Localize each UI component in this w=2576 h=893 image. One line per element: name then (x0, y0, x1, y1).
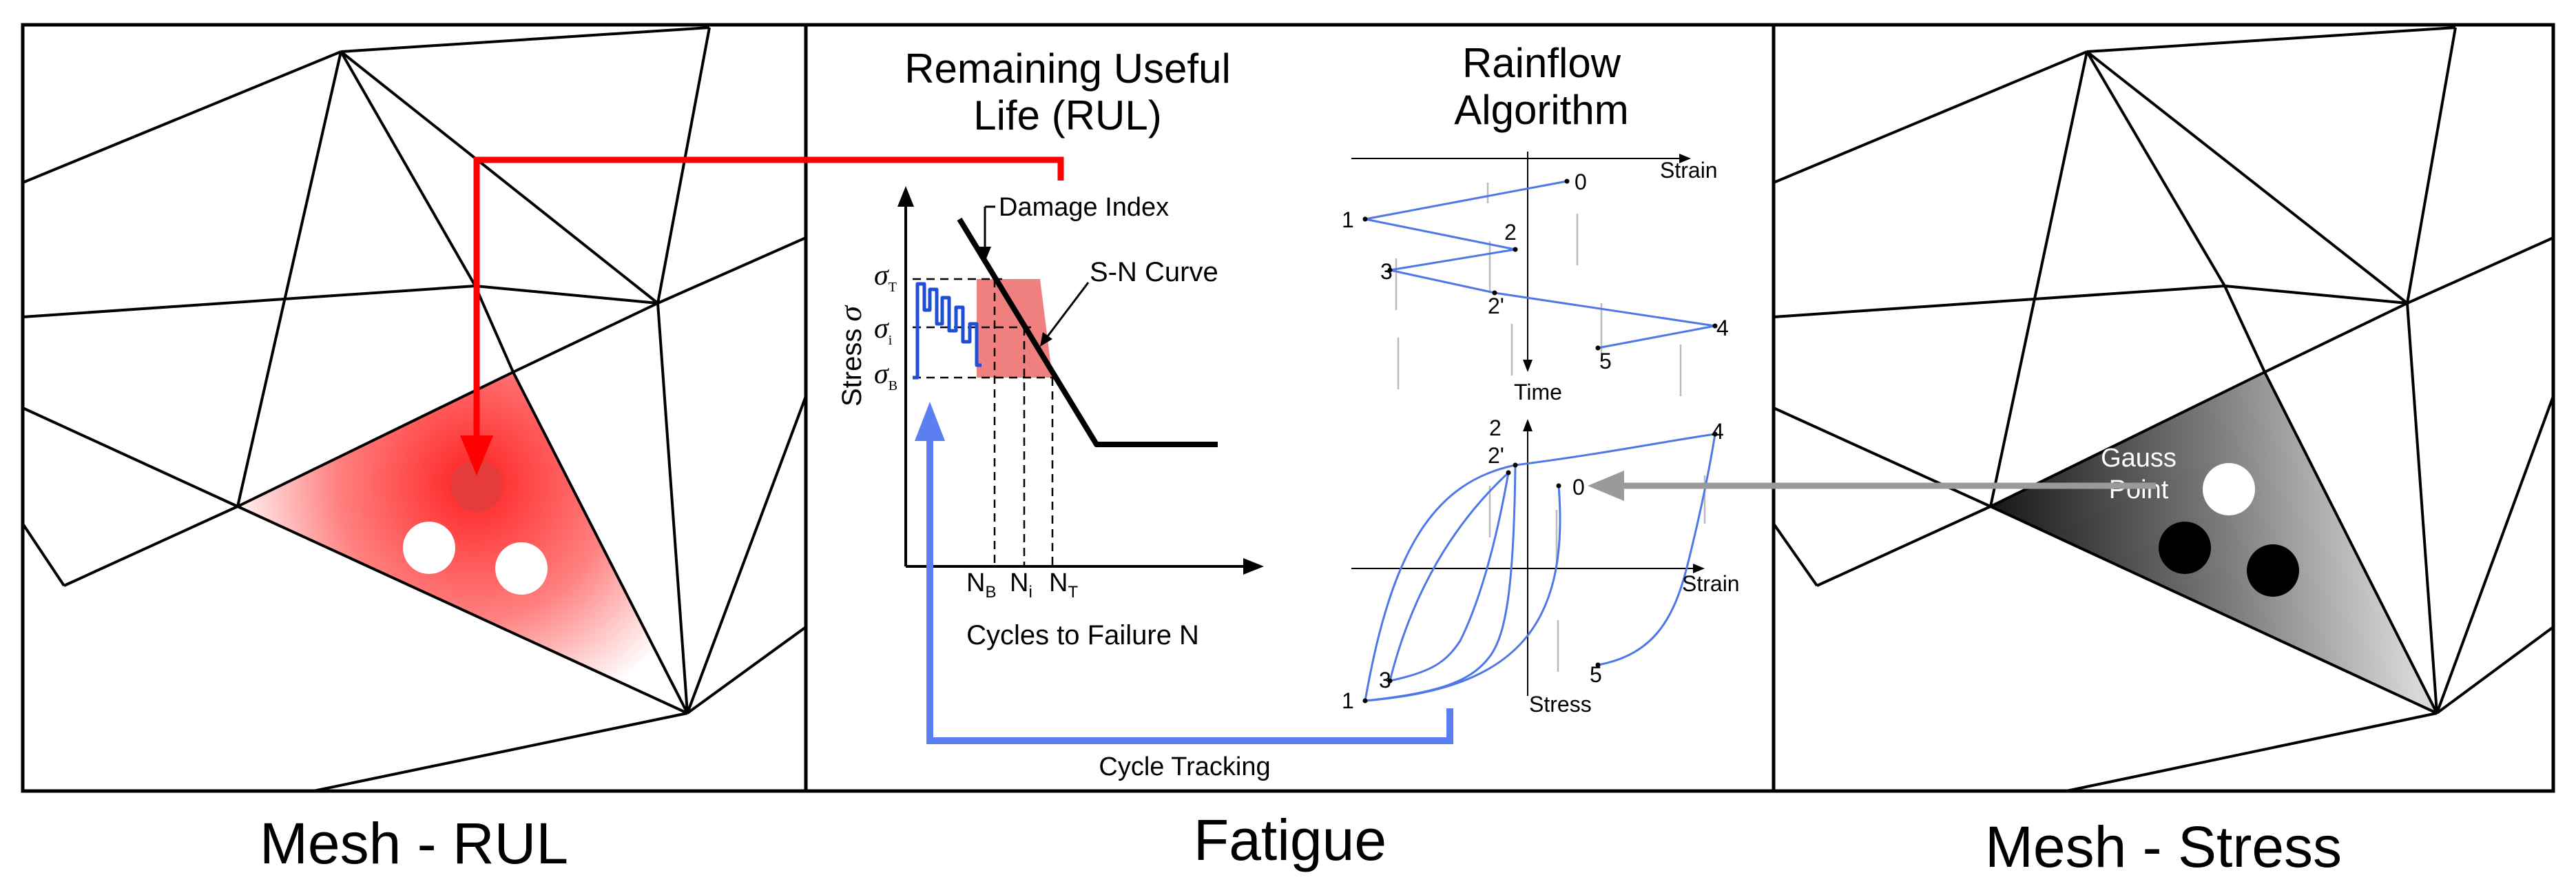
caption-mesh-rul: Mesh - RUL (260, 811, 568, 876)
strain-label-bottom: Strain (1682, 571, 1740, 596)
pt-bot-2p: 2' (1488, 443, 1504, 468)
pt-bot-2: 2 (1489, 415, 1502, 440)
stress-transfer-arrow (1588, 471, 2156, 501)
pt-bot-1: 1 (1342, 688, 1354, 713)
sn-curve (957, 217, 1218, 447)
caption-mesh-stress: Mesh - Stress (1985, 814, 2342, 879)
rainflow-title-line2: Algorithm (1454, 87, 1628, 133)
rainflow-title-line1: Rainflow (1462, 40, 1621, 86)
strain-label-top: Strain (1660, 158, 1718, 183)
gauss-point-label-1: Gauss (2101, 444, 2177, 473)
ni-label: Ni (1010, 568, 1032, 602)
mesh-stress-panel: Gauss Point Mesh - Stress (1772, 23, 2555, 879)
nb-label: NB (966, 568, 996, 602)
pt-top-4: 4 (1716, 316, 1729, 340)
sn-curve-label: S-N Curve (1090, 257, 1218, 287)
gauss-point-white-2 (495, 542, 548, 595)
time-label: Time (1514, 380, 1562, 404)
rainflow-strain-time: Strain Time 0 1 2 3 2' 4 5 (1342, 152, 1729, 404)
sigma-i-label: σi (874, 313, 893, 348)
pt-bot-4: 4 (1712, 419, 1724, 444)
sn-chart: Damage Index S-N Curve σT σi σB Stressσ … (833, 186, 1264, 650)
stress-history-signal (913, 282, 981, 380)
stress-axis-label: Stressσ (833, 305, 868, 407)
rul-title-line2: Life (RUL) (973, 92, 1161, 138)
cycle-tracking-arrow: Cycle Tracking (915, 402, 1453, 781)
pt-bot-3: 3 (1379, 668, 1391, 692)
gauss-point-label-2: Point (2109, 475, 2169, 504)
rul-arrow (460, 156, 1064, 475)
pt-top-2p: 2' (1488, 294, 1504, 318)
cycles-axis-label: Cycles to Failure N (966, 620, 1199, 650)
gauss-point-red (450, 460, 503, 512)
rul-title-line1: Remaining Useful (904, 45, 1231, 92)
caption-fatigue: Fatigue (1194, 808, 1386, 872)
sigma-b-label: σB (874, 358, 897, 393)
fatigue-panel: Fatigue Remaining Useful Life (RUL) Rain… (804, 23, 1776, 872)
gauss-point-white-1 (403, 522, 455, 574)
damage-index-label: Damage Index (999, 193, 1169, 222)
stress-element-gradient (1991, 372, 2437, 713)
pt-top-1: 1 (1342, 207, 1354, 232)
pt-bot-0: 0 (1572, 475, 1585, 500)
stress-label: Stress (1529, 692, 1592, 717)
gauss-point-black-1 (2159, 522, 2211, 574)
pt-top-3: 3 (1380, 259, 1393, 284)
strain-history (1364, 180, 1716, 349)
pt-top-0: 0 (1575, 170, 1587, 194)
gauss-point-white (2203, 463, 2255, 515)
nt-label: NT (1049, 568, 1078, 602)
rainflow-stress-strain: Strain Stress 2 2' 0 4 3 1 5 (1342, 415, 1740, 717)
hysteresis-loops (1364, 433, 1716, 702)
pt-top-5: 5 (1599, 349, 1612, 373)
cycle-tracking-label: Cycle Tracking (1099, 752, 1270, 781)
damage-region (977, 279, 1052, 378)
gauss-point-black-2 (2247, 544, 2299, 597)
pt-top-2: 2 (1504, 220, 1517, 245)
mesh-rul-panel: Mesh - RUL (21, 23, 808, 876)
pt-bot-5: 5 (1590, 662, 1602, 687)
rul-element-gradient (238, 372, 687, 713)
sigma-t-label: σT (874, 260, 897, 295)
